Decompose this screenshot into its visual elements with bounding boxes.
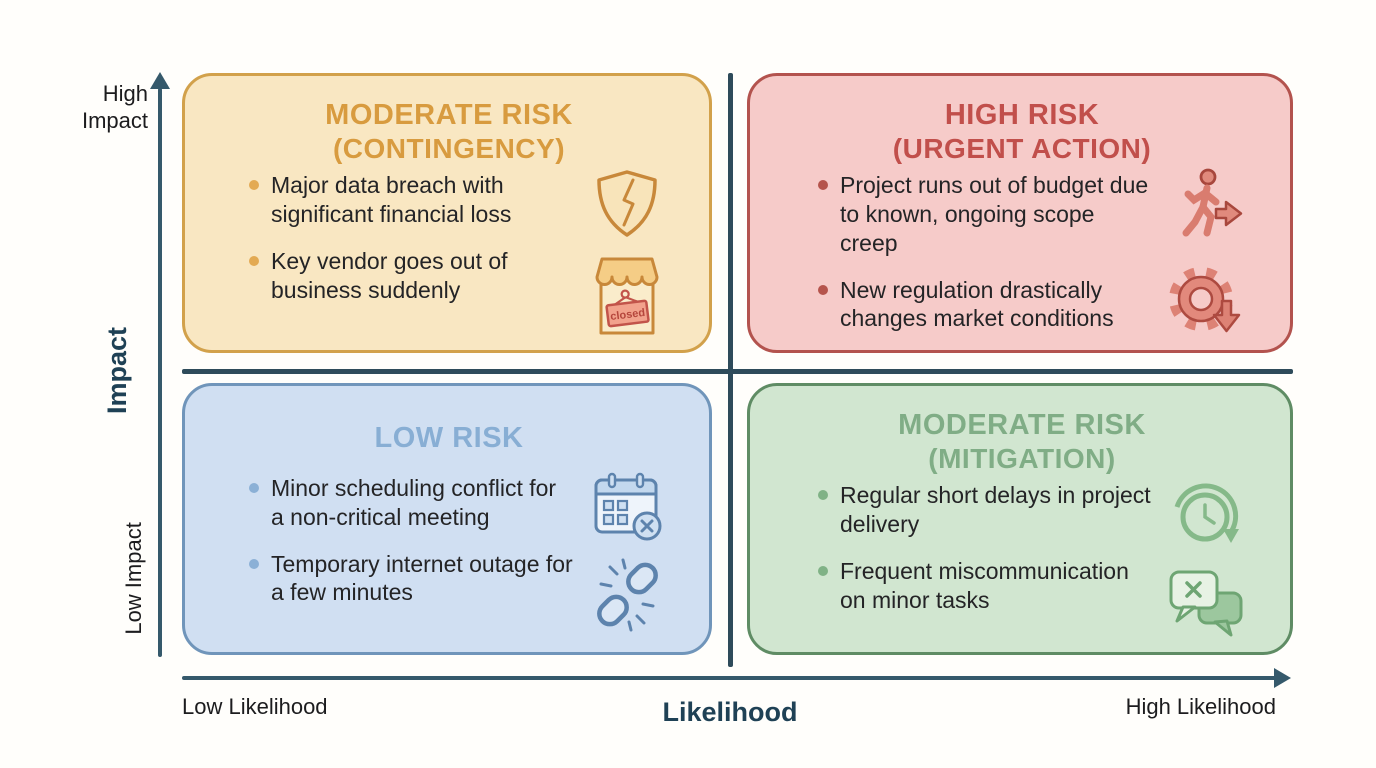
y-axis-high-label: High Impact (81, 81, 148, 133)
bullet-dot (249, 180, 259, 191)
bullet-list: Regular short delays in project delivery… (780, 481, 1156, 614)
list-item: Regular short delays in project delivery (818, 481, 1156, 539)
quadrant-icons (1160, 477, 1256, 641)
list-item: Frequent miscommunication on minor tasks (818, 557, 1156, 615)
quadrant-title-line1: LOW RISK (374, 421, 524, 454)
quadrant-title: MODERATE RISK (MITIGATION) (780, 408, 1264, 475)
x-axis-low-label: Low Likelihood (182, 694, 328, 719)
bullet-text: Key vendor goes out of business suddenly (271, 247, 508, 303)
quadrant-high-risk-urgent-action: HIGH RISK (URGENT ACTION) Project runs o… (747, 73, 1293, 353)
list-item: Major data breach with significant finan… (249, 171, 575, 229)
bullet-text: Temporary internet outage for a few minu… (271, 550, 573, 606)
quadrant-title-line1: MODERATE RISK (898, 409, 1146, 441)
list-item: Key vendor goes out of business suddenly (249, 247, 575, 305)
quadrant-moderate-risk-mitigation: MODERATE RISK (MITIGATION) Regular short… (747, 383, 1293, 655)
bullet-dot (818, 490, 828, 501)
bullet-list: Major data breach with significant finan… (215, 171, 575, 304)
bullet-text: Frequent miscommunication on minor tasks (840, 557, 1129, 613)
quadrant-title-line1: MODERATE RISK (325, 99, 573, 131)
clock-history-icon (1174, 483, 1239, 544)
bullet-dot (818, 284, 828, 295)
bullet-list: Project runs out of budget due to known,… (780, 171, 1156, 333)
bullet-text: Regular short delays in project delivery (840, 482, 1151, 537)
bullet-dot (249, 255, 259, 266)
broken-shield-icon (597, 170, 657, 237)
quadrant-title: LOW RISK (215, 408, 683, 468)
chat-x-icon (1169, 570, 1243, 637)
x-axis-title: Likelihood (662, 697, 798, 727)
bullet-text: New regulation drastically changes marke… (840, 276, 1114, 332)
gear-down-arrow-icon (1169, 267, 1241, 333)
quadrant-title-line2: (URGENT ACTION) (892, 133, 1152, 165)
quadrant-title: MODERATE RISK (CONTINGENCY) (215, 98, 683, 165)
horizontal-divider (182, 369, 1293, 374)
x-axis-arrowhead-icon (1274, 668, 1291, 688)
list-item: Temporary internet outage for a few minu… (249, 550, 575, 608)
bullet-text: Project runs out of budget due to known,… (840, 172, 1149, 256)
bullet-text: Minor scheduling conflict for a non-crit… (271, 475, 557, 530)
bullet-list: Minor scheduling conflict for a non-crit… (215, 474, 575, 607)
quadrant-icons (1160, 167, 1256, 343)
quadrant-title: HIGH RISK (URGENT ACTION) (780, 98, 1264, 165)
bullet-dot (818, 180, 828, 191)
list-item: New regulation drastically changes marke… (818, 276, 1156, 334)
quadrant-title-line2: (MITIGATION) (928, 443, 1116, 475)
broken-chain-icon (597, 558, 658, 632)
quadrant-low-risk: LOW RISK Minor scheduling conflict for a… (182, 383, 712, 655)
x-axis-line (182, 676, 1276, 680)
quadrant-moderate-risk-contingency: MODERATE RISK (CONTINGENCY) Major data b… (182, 73, 712, 353)
bullet-text: Major data breach with significant finan… (271, 172, 512, 227)
bullet-dot (249, 483, 259, 493)
y-axis-title: Impact (102, 326, 133, 414)
list-item: Project runs out of budget due to known,… (818, 171, 1156, 257)
y-axis-low-label: Low Impact (120, 521, 146, 635)
closed-sign-text: closed (610, 307, 646, 323)
y-axis-arrowhead-icon (150, 72, 170, 89)
x-axis-high-label: High Likelihood (1125, 694, 1276, 719)
quadrant-title-line1: HIGH RISK (944, 99, 1100, 131)
person-leaving-icon (1182, 168, 1243, 237)
list-item: Minor scheduling conflict for a non-crit… (249, 474, 575, 532)
closed-store-icon: closed (595, 257, 659, 335)
quadrant-title-line2: (CONTINGENCY) (332, 133, 566, 165)
calendar-x-icon (594, 472, 662, 541)
quadrant-icons: closed (579, 167, 675, 339)
bullet-dot (818, 565, 828, 576)
y-axis-line (158, 88, 162, 657)
quadrant-icons (579, 470, 675, 632)
bullet-dot (249, 558, 259, 569)
